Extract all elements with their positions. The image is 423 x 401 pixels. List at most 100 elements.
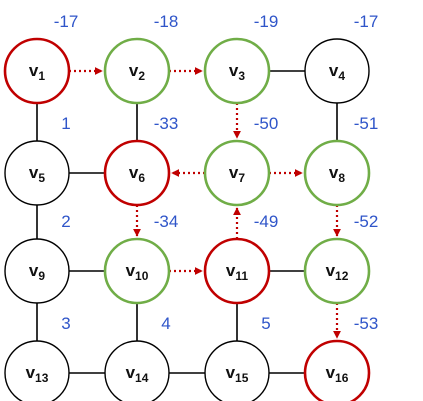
weight-label-v4: -17 (354, 12, 379, 31)
node-label-subscript: 8 (338, 171, 345, 185)
node-label-v8: v8 (329, 163, 345, 185)
node-label-letter: v (29, 163, 39, 182)
node-label-letter: v (29, 61, 39, 80)
node-circle-v7 (203, 139, 271, 207)
node-circle-v13 (4, 340, 70, 401)
node-v10: v10 (103, 237, 171, 305)
weights-layer: -17 -18 -19 -17 1 -33 -50 -51 2 -34 -49 -52 3 4 5 -53 (54, 12, 379, 333)
node-label-letter: v (326, 363, 336, 382)
node-label-v15: v15 (226, 363, 249, 385)
node-circle-v4 (304, 38, 370, 104)
node-label-letter: v (129, 163, 139, 182)
node-v12: v12 (303, 237, 371, 305)
node-circle-v3 (203, 37, 271, 105)
node-v11: v11 (203, 237, 271, 305)
node-label-v4: v4 (329, 61, 345, 83)
node-label-subscript: 4 (338, 69, 345, 83)
node-label-v2: v2 (129, 61, 145, 83)
node-v3: v3 (203, 37, 271, 105)
node-label-subscript: 2 (138, 69, 145, 83)
node-label-v16: v16 (326, 363, 349, 385)
node-v13: v13 (4, 340, 70, 401)
node-v16: v16 (303, 339, 371, 401)
node-label-v14: v14 (126, 363, 149, 385)
node-label-subscript: 3 (238, 69, 245, 83)
node-v14: v14 (104, 340, 170, 401)
weight-label-v1: -17 (54, 12, 79, 31)
node-label-v10: v10 (126, 261, 149, 283)
node-label-v1: v1 (29, 61, 45, 83)
node-v15: v15 (204, 340, 270, 401)
weight-label-v3: -19 (254, 12, 279, 31)
weight-label-v9: 2 (61, 212, 70, 231)
edges-layer (36, 67, 341, 374)
node-circle-v10 (103, 237, 171, 305)
node-circle-v2 (103, 37, 171, 105)
node-v2: v2 (103, 37, 171, 105)
node-label-subscript: 6 (138, 171, 145, 185)
node-label-subscript: 5 (38, 171, 45, 185)
node-label-v11: v11 (226, 261, 248, 283)
weight-label-v10: -34 (154, 212, 179, 231)
node-circle-v1 (3, 37, 71, 105)
node-label-letter: v (29, 261, 39, 280)
node-circle-v15 (204, 340, 270, 401)
weight-label-v7: -50 (254, 114, 279, 133)
node-circle-v9 (4, 238, 70, 304)
node-v4: v4 (304, 38, 370, 104)
node-v8: v8 (303, 139, 371, 207)
node-label-v9: v9 (29, 261, 45, 283)
node-v9: v9 (4, 238, 70, 304)
node-label-subscript: 13 (35, 371, 49, 385)
node-label-letter: v (229, 163, 239, 182)
weight-label-v12: -52 (354, 212, 379, 231)
node-label-v3: v3 (229, 61, 245, 83)
node-label-letter: v (129, 61, 139, 80)
node-label-v6: v6 (129, 163, 145, 185)
node-label-letter: v (126, 261, 136, 280)
node-label-subscript: 14 (135, 371, 149, 385)
node-circle-v8 (303, 139, 371, 207)
node-v5: v5 (4, 140, 70, 206)
node-v1: v1 (3, 37, 71, 105)
node-label-subscript: 10 (135, 269, 149, 283)
weight-label-v8: -51 (354, 114, 379, 133)
node-label-v12: v12 (326, 261, 349, 283)
node-label-letter: v (26, 363, 36, 382)
node-label-subscript: 1 (38, 69, 45, 83)
node-circle-v6 (103, 139, 171, 207)
node-circle-v16 (303, 339, 371, 401)
node-label-letter: v (329, 163, 339, 182)
weight-label-v15: 5 (261, 314, 270, 333)
node-label-subscript: 15 (235, 371, 249, 385)
node-label-letter: v (226, 363, 236, 382)
weight-label-v14: 4 (161, 314, 170, 333)
weight-label-v6: -33 (154, 114, 179, 133)
node-label-subscript: 12 (335, 269, 349, 283)
weight-label-v5: 1 (61, 114, 70, 133)
node-label-letter: v (226, 261, 236, 280)
node-v6: v6 (103, 139, 171, 207)
node-label-letter: v (126, 363, 136, 382)
node-label-subscript: 9 (38, 269, 45, 283)
node-circle-v12 (303, 237, 371, 305)
node-v7: v7 (203, 139, 271, 207)
node-label-letter: v (326, 261, 336, 280)
weight-label-v2: -18 (154, 12, 179, 31)
node-circle-v11 (203, 237, 271, 305)
node-label-subscript: 16 (335, 371, 349, 385)
node-label-letter: v (329, 61, 339, 80)
node-label-subscript: 7 (238, 171, 245, 185)
node-circle-v14 (104, 340, 170, 401)
node-label-letter: v (229, 61, 239, 80)
weight-label-v13: 3 (61, 314, 70, 333)
weight-label-v16: -53 (354, 314, 379, 333)
node-label-v13: v13 (26, 363, 49, 385)
node-label-v5: v5 (29, 163, 45, 185)
node-label-v7: v7 (229, 163, 245, 185)
weight-label-v11: -49 (254, 212, 279, 231)
node-label-subscript: 11 (235, 269, 248, 283)
